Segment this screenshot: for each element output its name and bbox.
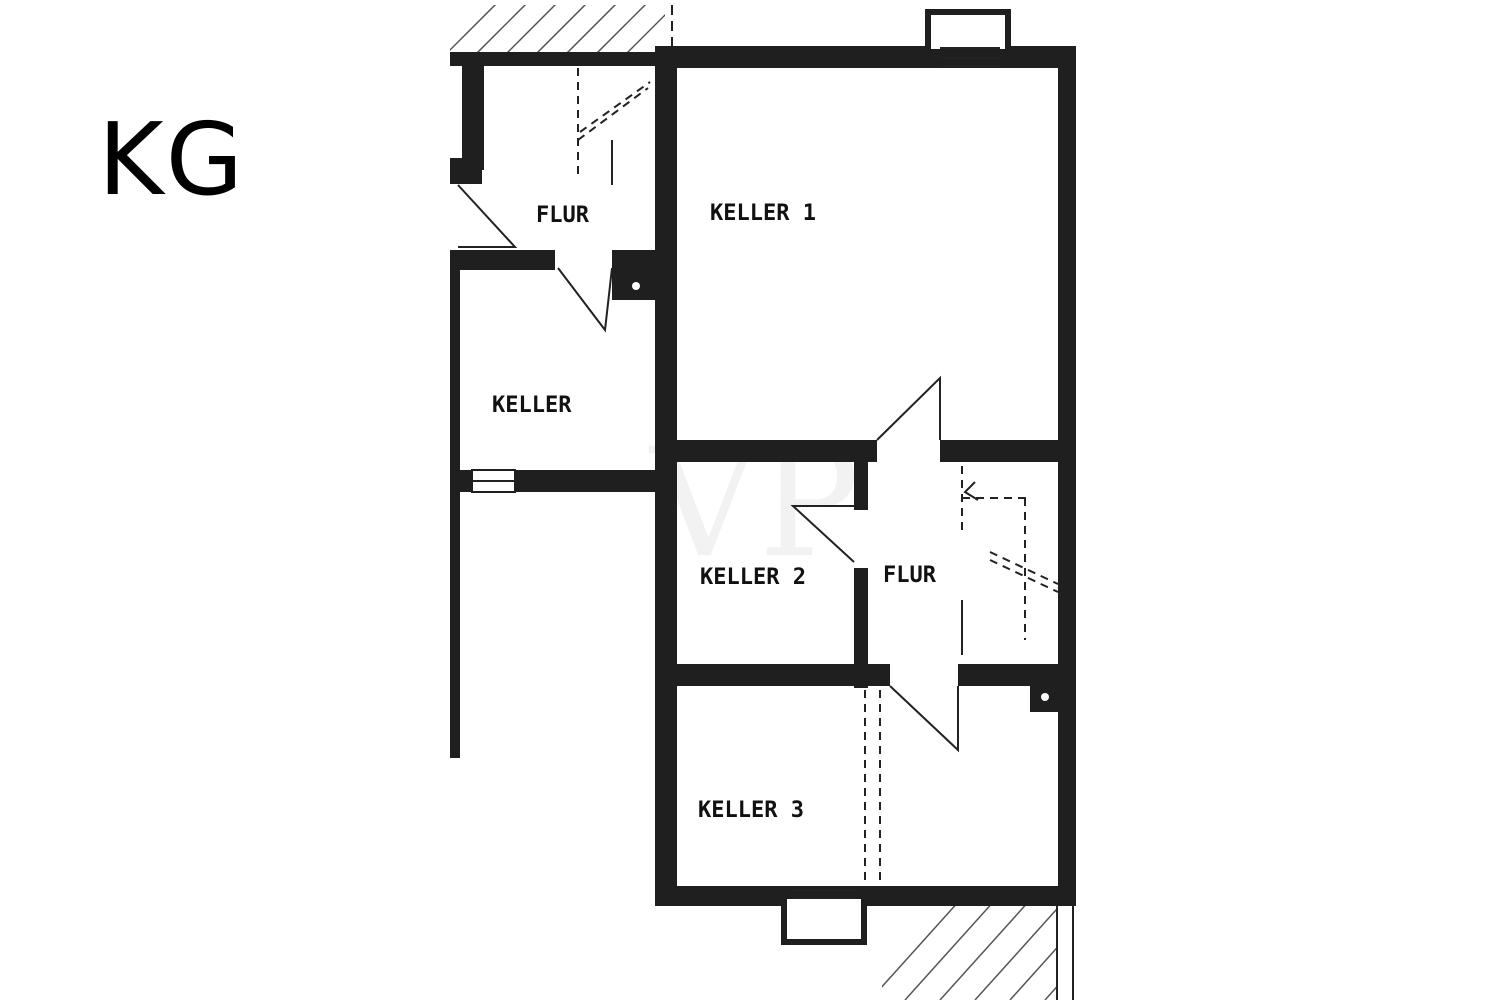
room-label-keller-3: KELLER 3	[698, 798, 804, 823]
walls	[450, 9, 1076, 945]
room-label-keller-1: KELLER 1	[710, 201, 816, 226]
chimney-icon	[1041, 693, 1049, 701]
room-label-flur-top: FLUR	[536, 203, 590, 228]
room-label-flur-mid: FLUR	[883, 563, 937, 588]
chimney-icon	[632, 282, 640, 290]
door-swings	[457, 184, 959, 753]
floor-label: KG	[98, 101, 246, 218]
hatch-top	[450, 5, 673, 55]
stairs	[577, 68, 1059, 890]
room-label-keller: KELLER	[492, 393, 572, 418]
hatch-bottom	[882, 905, 1074, 1000]
room-label-keller-2: KELLER 2	[700, 565, 806, 590]
